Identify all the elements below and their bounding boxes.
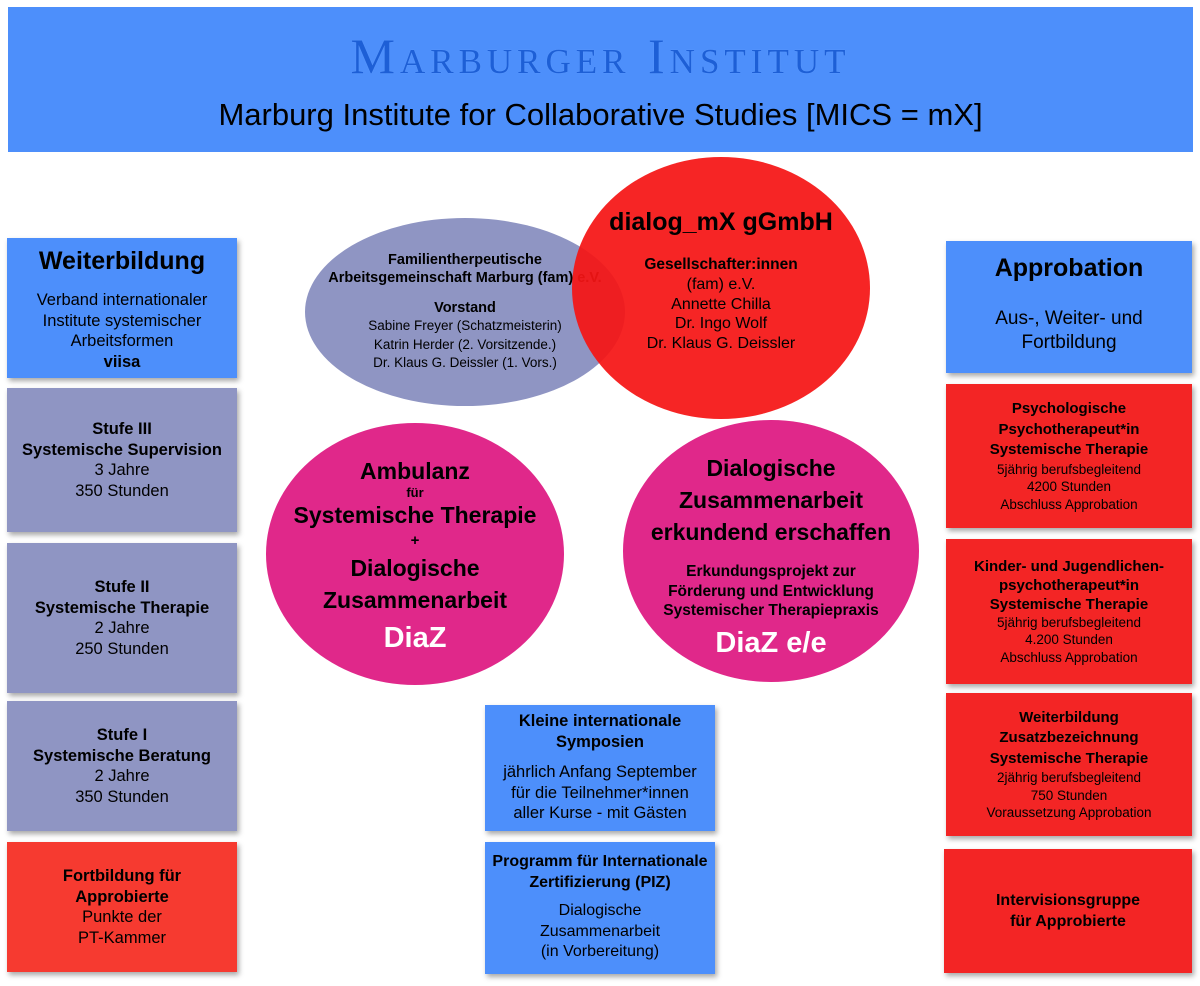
symposien-line: für die Teilnehmer*innen [511, 783, 689, 802]
stufe-2-hours: 250 Stunden [75, 639, 169, 658]
dialog-member: Dr. Klaus G. Deissler [646, 334, 796, 352]
weiterbildung-title: Weiterbildung [38, 247, 206, 275]
approbation-line: Fortbildung [1021, 332, 1117, 353]
zusatz-title-3: Systemische Therapie [989, 749, 1149, 767]
zusatz-line: Voraussetzung Approbation [986, 805, 1152, 820]
piz-line: (in Vorbereitung) [540, 943, 660, 960]
fortbildung-title: Fortbildung für [62, 867, 182, 885]
piz-title: Programm für Internationale [492, 853, 708, 870]
zusatz-line: 2jährig berufsbegleitend [996, 770, 1142, 785]
kjp-line: Abschluss Approbation [1000, 649, 1138, 665]
weiterbildung-line: Verband internationaler [36, 291, 208, 309]
ambulanz-ellipse: Ambulanz für Systemische Therapie + Dial… [266, 423, 564, 685]
approbation-title: Approbation [994, 254, 1144, 282]
symposien-line: aller Kurse - mit Gästen [513, 804, 687, 822]
dialog-ellipse: dialog_mX gGmbH Gesellschafter:innen (fa… [572, 157, 870, 419]
piz-line: Dialogische [558, 902, 642, 919]
stufe-3-title: Stufe III [92, 420, 152, 438]
stufe-1-hours: 350 Stunden [75, 787, 169, 806]
dialog-title: dialog_mX gGmbH [609, 208, 833, 236]
psych-title-3: Systemische Therapie [989, 441, 1149, 458]
symposien-title-2: Symposien [555, 732, 645, 751]
stufe-1-title: Stufe I [96, 726, 148, 744]
psychotherapeut-box: Psychologische Psychotherapeut*in System… [946, 384, 1192, 528]
kjp-title-3: Systemische Therapie [989, 595, 1149, 613]
stufe-2-box: Stufe II Systemische Therapie 2 Jahre 25… [7, 543, 237, 693]
stufe-1-box: Stufe I Systemische Beratung 2 Jahre 350… [7, 701, 237, 831]
ambulanz-title: Ambulanz [360, 458, 470, 484]
fam-member: Dr. Klaus G. Deissler (1. Vors.) [373, 355, 557, 371]
zusatz-line: 750 Stunden [1030, 787, 1108, 803]
kjp-line: 5jährig berufsbegleitend [996, 614, 1142, 630]
fortbildung-line: Punkte der [82, 908, 162, 926]
erkundend-tag: DiaZ e/e [715, 626, 827, 659]
ambulanz-plus: + [410, 532, 420, 549]
fam-member: Sabine Freyer (Schatzmeisterin) [368, 318, 562, 334]
fam-title: Familientherpeutische [388, 252, 542, 269]
zusatz-title: Weiterbildung [1019, 708, 1119, 726]
fam-ellipse: Familientherpeutische Arbeitsgemeinschaf… [305, 218, 625, 406]
ambulanz-fuer: für [406, 485, 424, 500]
ambulanz-line-2: Dialogische [350, 555, 480, 581]
kjp-line: 4.200 Stunden [1025, 632, 1113, 648]
stufe-3-hours: 350 Stunden [75, 481, 169, 500]
stufe-3-box: Stufe III Systemische Supervision 3 Jahr… [7, 388, 237, 532]
erkundend-sub-3: Systemischer Therapiepraxis [663, 602, 879, 619]
symposien-box: Kleine internationale Symposien jährlich… [485, 705, 715, 831]
kjp-title: Kinder- und Jugendlichen- [974, 557, 1164, 575]
weiterbildung-line: Institute systemischer [42, 311, 202, 330]
erkundend-title-2: Zusammenarbeit [678, 487, 864, 513]
fortbildung-box: Fortbildung für Approbierte Punkte der P… [7, 842, 237, 972]
fam-title-2: Arbeitsgemeinschaft Marburg (fam) e.V. [328, 270, 602, 287]
kjp-box: Kinder- und Jugendlichen- psychotherapeu… [946, 539, 1192, 684]
psych-title-2: Psychotherapeut*in [998, 420, 1140, 438]
brand-title: Marburger Institut [350, 28, 851, 84]
ambulanz-line-3: Zusammenarbeit [322, 587, 508, 613]
ambulanz-line-1: Systemische Therapie [293, 502, 537, 528]
psych-line: 4200 Stunden [1026, 479, 1112, 494]
dialog-gesellschafter: Gesellschafter:innen [644, 256, 798, 273]
piz-box: Programm für Internationale Zertifizieru… [485, 842, 715, 974]
approbation-box: Approbation Aus-, Weiter- und Fortbildun… [946, 241, 1192, 373]
erkundend-title-3: erkundend erschaffen [650, 519, 892, 545]
stufe-3-duration: 3 Jahre [94, 461, 150, 479]
dialog-member: Annette Chilla [671, 295, 771, 313]
stufe-2-title: Stufe II [94, 578, 150, 596]
zusatz-title-2: Zusatzbezeichnung [999, 729, 1139, 746]
stufe-3-subtitle: Systemische Supervision [22, 440, 222, 459]
fortbildung-line: PT-Kammer [77, 928, 166, 947]
intervision-title: Intervisionsgruppe [995, 892, 1141, 909]
fortbildung-title-2: Approbierte [75, 887, 169, 906]
kjp-title-2: psychotherapeut*in [998, 576, 1140, 594]
erkundend-sub-2: Förderung und Entwicklung [668, 582, 874, 600]
dialog-member: (fam) e.V. [686, 276, 756, 293]
stufe-1-duration: 2 Jahre [94, 767, 150, 785]
erkundend-ellipse: Dialogische Zusammenarbeit erkundend ers… [623, 420, 919, 682]
intervision-box: Intervisionsgruppe für Approbierte [944, 849, 1192, 973]
psych-title: Psychologische [1011, 400, 1127, 417]
symposien-line: jährlich Anfang September [503, 763, 697, 781]
stufe-2-subtitle: Systemische Therapie [34, 598, 210, 617]
zusatzbezeichnung-box: Weiterbildung Zusatzbezeichnung Systemis… [946, 693, 1192, 836]
symposien-title: Kleine internationale [518, 712, 682, 730]
erkundend-sub-1: Erkundungsprojekt zur [686, 563, 856, 580]
stufe-2-duration: 2 Jahre [94, 619, 150, 637]
weiterbildung-line: Arbeitsformen [70, 332, 174, 350]
weiterbildung-viisa: viisa [103, 352, 141, 371]
psych-line: 5jährig berufsbegleitend [996, 461, 1142, 477]
header-banner: Marburger Institut Marburg Institute for… [8, 7, 1193, 152]
erkundend-title-1: Dialogische [706, 455, 836, 481]
approbation-line: Aus-, Weiter- und [995, 308, 1143, 329]
psych-line: Abschluss Approbation [1000, 496, 1138, 512]
dialog-member: Dr. Ingo Wolf [674, 315, 768, 332]
piz-line: Zusammenarbeit [539, 922, 661, 940]
ambulanz-tag: DiaZ [383, 622, 447, 654]
weiterbildung-box: Weiterbildung Verband internationaler In… [7, 238, 237, 378]
institute-subtitle: Marburg Institute for Collaborative Stud… [218, 97, 983, 132]
stufe-1-subtitle: Systemische Beratung [33, 746, 211, 765]
piz-title-2: Zertifizierung (PIZ) [529, 873, 671, 891]
fam-vorstand: Vorstand [434, 300, 496, 317]
fam-member: Katrin Herder (2. Vorsitzende.) [373, 336, 557, 352]
intervision-title-2: für Approbierte [1010, 913, 1126, 930]
